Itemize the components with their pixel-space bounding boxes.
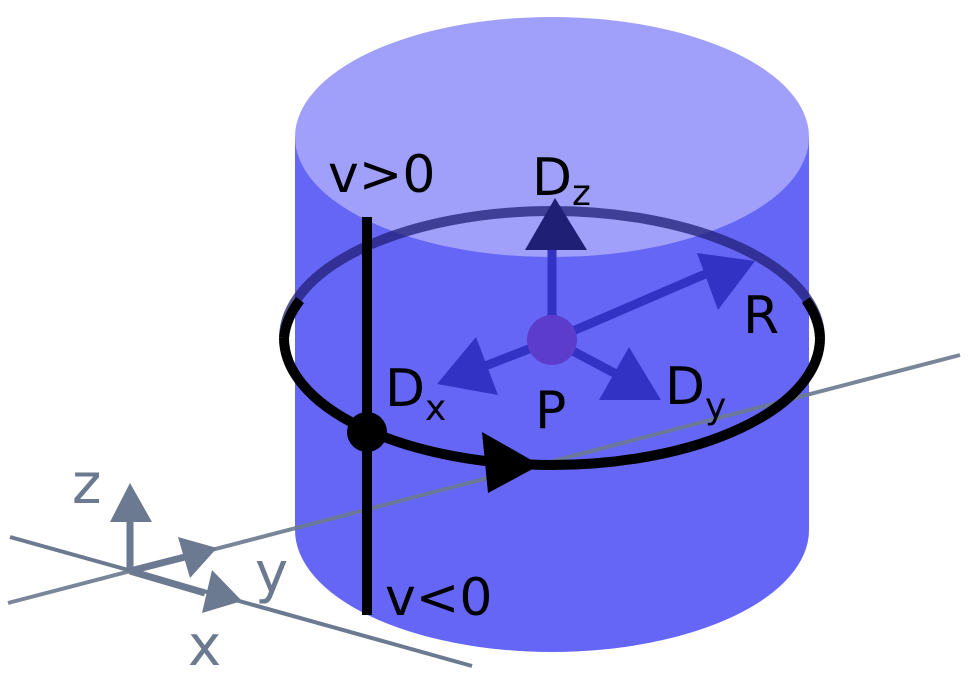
world-axes xyxy=(7,353,961,668)
y-arrow-icon xyxy=(178,537,217,578)
cylinder-top xyxy=(295,17,809,257)
dy-label: Dy xyxy=(665,357,726,427)
cylinder-side xyxy=(295,137,809,652)
intersection-point xyxy=(347,412,387,452)
axis-x-label: x xyxy=(188,614,221,677)
dz-label: Dz xyxy=(532,148,591,214)
dy-arrow-icon xyxy=(599,347,661,400)
axis-z-label: z xyxy=(72,452,101,517)
v-negative-label: v<0 xyxy=(385,568,492,628)
dz-arrow-icon xyxy=(525,198,587,250)
x-axis-line xyxy=(9,535,473,668)
dx-label: Dx xyxy=(385,359,446,429)
orbit-direction-arrow-icon xyxy=(482,432,540,493)
p-label: P xyxy=(535,381,566,441)
z-arrow-icon xyxy=(110,483,152,522)
cylinder xyxy=(295,17,809,652)
vectors xyxy=(437,198,755,400)
x-arrow-icon xyxy=(202,570,242,613)
dx-arrow-icon xyxy=(437,337,498,395)
r-label: R xyxy=(743,286,779,346)
axis-y-label: y xyxy=(255,541,288,606)
v-positive-label: v>0 xyxy=(328,145,435,205)
point-p xyxy=(527,315,577,365)
r-arrow-icon xyxy=(697,253,755,310)
